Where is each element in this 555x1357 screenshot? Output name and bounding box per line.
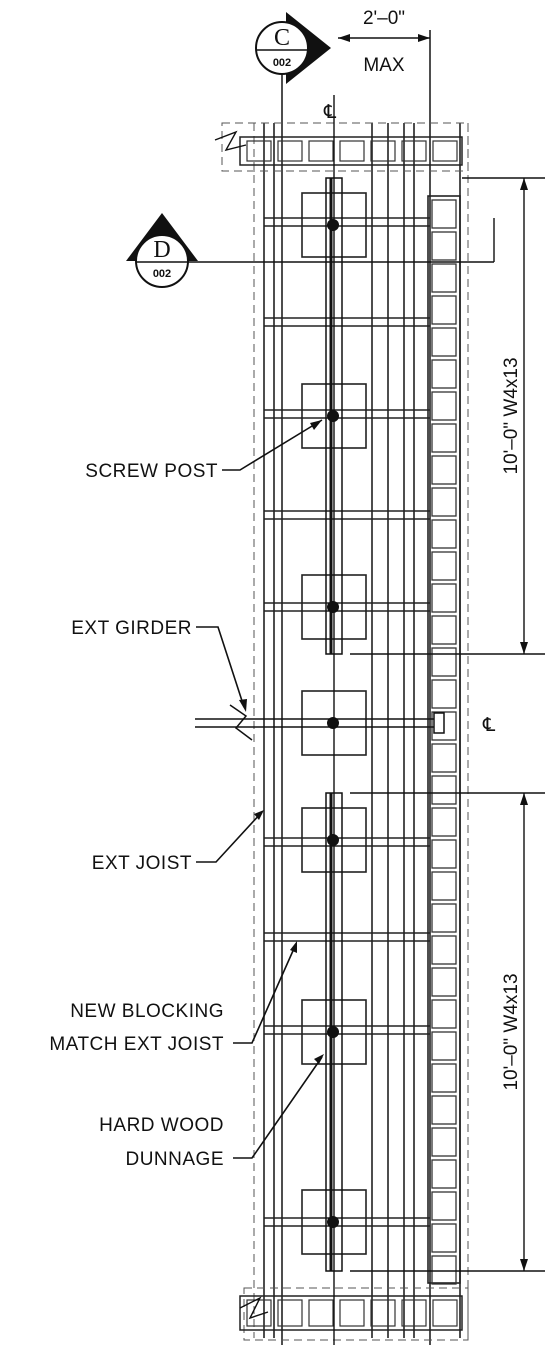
band-board	[308, 1299, 334, 1327]
dimension-lines	[162, 37, 545, 1272]
label-ext-joist: EXT JOIST	[92, 853, 192, 874]
section-d-letter: D	[153, 237, 170, 263]
grating-board	[431, 359, 457, 389]
leader-lines	[196, 419, 323, 1159]
grating-board	[431, 647, 457, 677]
label-match-ext-joist: MATCH EXT JOIST	[49, 1034, 224, 1055]
grating-board	[431, 551, 457, 581]
screw-post	[327, 834, 339, 846]
grating-board	[431, 199, 457, 229]
screw-post	[327, 219, 339, 231]
leader-arrows	[239, 420, 324, 1064]
grating-board	[431, 935, 457, 965]
grating-board	[431, 711, 457, 741]
band-board	[308, 140, 334, 162]
grating-board	[431, 1223, 457, 1253]
top-width-dimension: 2'–0"	[363, 8, 405, 29]
label-ext-girder: EXT GIRDER	[71, 618, 192, 639]
grating-board	[431, 519, 457, 549]
grating-board	[431, 487, 457, 517]
screw-posts	[327, 219, 339, 1228]
label-dunnage: DUNNAGE	[125, 1149, 224, 1170]
grating-board	[431, 231, 457, 261]
section-callout-d: D 002	[126, 213, 198, 288]
band-board	[277, 140, 303, 162]
band-board	[370, 1299, 396, 1327]
end-band	[239, 136, 463, 166]
grating-board	[431, 775, 457, 805]
grating-board	[431, 839, 457, 869]
label-new-blocking: NEW BLOCKING	[70, 1001, 224, 1022]
grating-board	[431, 743, 457, 773]
grating-board	[431, 327, 457, 357]
grating-board	[431, 1191, 457, 1221]
screw-post	[327, 1026, 339, 1038]
grating-board	[431, 1159, 457, 1189]
grating-board	[431, 391, 457, 421]
deck-grating	[427, 195, 461, 1285]
grating-board	[431, 871, 457, 901]
screw-post	[327, 410, 339, 422]
band-board	[339, 140, 365, 162]
grating-board	[431, 903, 457, 933]
label-hard-wood: HARD WOOD	[99, 1115, 224, 1136]
section-callout-c: C 002	[255, 12, 331, 84]
screw-post	[327, 1216, 339, 1228]
section-c-letter: C	[274, 25, 290, 51]
screw-post	[327, 601, 339, 613]
blocking-lines	[264, 217, 430, 1227]
grating-board	[431, 999, 457, 1029]
grating-outline	[427, 195, 461, 1284]
band-board	[401, 140, 427, 162]
grating-board	[431, 295, 457, 325]
band-board	[339, 1299, 365, 1327]
screw-post	[327, 717, 339, 729]
band-board	[277, 1299, 303, 1327]
grating-board	[431, 807, 457, 837]
lower-span-dimension: 10'–0" W4x13	[501, 973, 522, 1090]
label-screw-post: SCREW POST	[85, 461, 218, 482]
centerline-symbol-right: ℄	[482, 715, 496, 736]
grating-board	[431, 423, 457, 453]
grating-board	[431, 1063, 457, 1093]
grating-board	[431, 455, 457, 485]
grating-board	[431, 679, 457, 709]
band-board	[432, 140, 458, 162]
top-width-note: MAX	[363, 55, 405, 76]
grating-board	[431, 263, 457, 293]
grating-board	[431, 1127, 457, 1157]
break-lines	[214, 130, 269, 1320]
section-c-sheet: 002	[273, 57, 291, 69]
band-board	[432, 1299, 458, 1327]
upper-span-dimension: 10'–0" W4x13	[501, 357, 522, 474]
grating-board	[431, 583, 457, 613]
grating-board	[431, 1255, 457, 1285]
end-band	[239, 1295, 463, 1331]
grating-board	[431, 615, 457, 645]
grating-board	[431, 1031, 457, 1061]
grating-board	[431, 967, 457, 997]
section-d-sheet: 002	[153, 268, 171, 280]
band-board	[370, 140, 396, 162]
centerline-symbol-top: ℄	[323, 102, 337, 123]
grating-board	[431, 1095, 457, 1125]
band-board	[401, 1299, 427, 1327]
dimension-arrows	[338, 34, 528, 1271]
ext-girder	[195, 704, 445, 741]
dashed-outline	[221, 122, 469, 1341]
band-board	[246, 140, 272, 162]
